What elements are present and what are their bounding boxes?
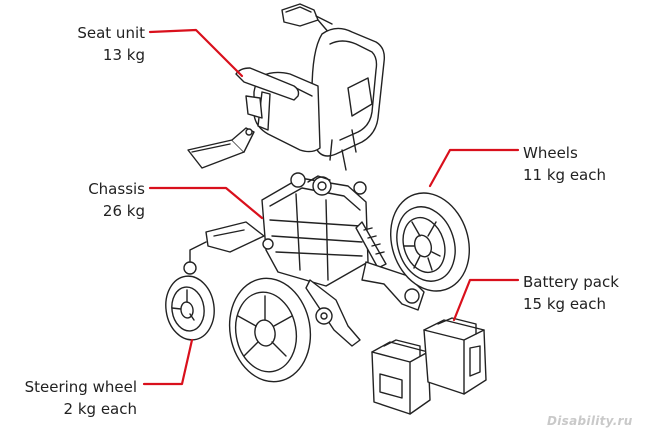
steer-leader-line (142, 338, 194, 386)
chassis-name: Chassis (88, 180, 145, 198)
battery-leader-line (452, 278, 520, 322)
steering-wheel-weight: 2 kg each (63, 400, 137, 418)
battery-pack-name: Battery pack (523, 273, 619, 291)
battery-pack-label: Battery pack 15 kg each (523, 271, 619, 315)
wheels-label: Wheels 11 kg each (523, 142, 606, 186)
battery-pack-right-drawing (423, 317, 487, 395)
seat-unit-drawing (187, 3, 386, 171)
drive-wheel-right-drawing (389, 192, 471, 292)
seat-unit-weight: 13 kg (102, 46, 145, 64)
watermark-text: Disability.ru (547, 414, 633, 428)
wheels-name: Wheels (523, 144, 578, 162)
battery-pack-left-drawing (371, 339, 431, 415)
seat-unit-label: Seat unit 13 kg (77, 22, 145, 66)
chassis-weight: 26 kg (102, 202, 145, 220)
battery-pack-weight: 15 kg each (523, 295, 607, 313)
chassis-drawing (183, 172, 425, 347)
wheels-leader-line (428, 148, 520, 188)
seat-unit-name: Seat unit (77, 24, 145, 42)
chassis-leader-line (148, 186, 264, 220)
wheels-weight: 11 kg each (523, 166, 607, 184)
caster-wheel-drawing (165, 275, 215, 341)
drive-wheel-left-drawing (228, 277, 312, 383)
steering-wheel-name: Steering wheel (24, 378, 137, 396)
steering-wheel-label: Steering wheel 2 kg each (25, 376, 137, 420)
chassis-label: Chassis 26 kg (88, 178, 145, 222)
seat-leader-line (148, 28, 244, 78)
